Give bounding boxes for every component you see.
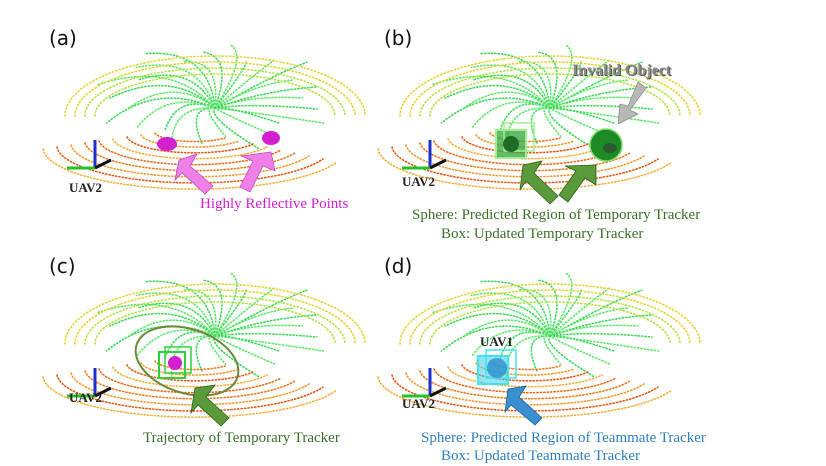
caption-sphere-temporary: Sphere: Predicted Region of Temporary Tr… bbox=[412, 207, 701, 223]
trajectory-ellipse bbox=[134, 325, 240, 397]
overlay-c bbox=[134, 325, 240, 427]
caption-highly-reflective-points: Highly Reflective Points bbox=[200, 196, 349, 212]
panel-c: (c) UAV2 bbox=[42, 248, 385, 448]
reflective-blob bbox=[157, 137, 177, 151]
uav-label: UAV2 bbox=[69, 180, 102, 195]
pink-arrow bbox=[174, 153, 214, 195]
panel-label: (c) bbox=[49, 254, 76, 278]
overlay-b bbox=[495, 81, 647, 205]
uav1-label: UAV1 bbox=[480, 334, 513, 349]
green-arrow bbox=[519, 160, 559, 205]
caption-trajectory: Trajectory of Temporary Tracker bbox=[143, 430, 340, 446]
point-cloud-a bbox=[42, 43, 366, 190]
green-arrow bbox=[558, 164, 597, 203]
tracker-sphere bbox=[168, 356, 182, 370]
gray-arrow bbox=[617, 81, 647, 125]
updated-tracker-box bbox=[158, 351, 186, 379]
panel-a: (a) UAV2 bbox=[42, 20, 385, 220]
panel-d: (d) UAV2 UAV1 bbox=[377, 248, 720, 448]
blue-arrow bbox=[504, 385, 543, 426]
uav-label: UAV2 bbox=[402, 174, 435, 189]
panel-b: (b) UAV2 Invalid Object bbox=[377, 20, 720, 220]
pink-arrow bbox=[239, 151, 276, 193]
caption-box-teammate: Box: Updated Teammate Tracker bbox=[441, 448, 641, 464]
green-arrow bbox=[190, 384, 230, 427]
caption-sphere-teammate: Sphere: Predicted Region of Teammate Tra… bbox=[421, 430, 706, 446]
overlay-d bbox=[477, 349, 543, 426]
uav-label: UAV2 bbox=[69, 390, 102, 405]
point-cloud-c bbox=[42, 271, 366, 418]
overlay-a bbox=[157, 131, 280, 195]
panel-label: (a) bbox=[49, 26, 77, 50]
panel-label: (b) bbox=[384, 26, 413, 50]
caption-box-temporary: Box: Updated Temporary Tracker bbox=[441, 226, 644, 242]
teammate-sphere bbox=[487, 358, 507, 378]
invalid-object-label: Invalid Object bbox=[572, 62, 672, 79]
uav-label: UAV2 bbox=[402, 396, 435, 411]
panel-label: (d) bbox=[384, 254, 413, 278]
predicted-sphere bbox=[503, 136, 519, 152]
reflective-blob bbox=[262, 131, 280, 145]
